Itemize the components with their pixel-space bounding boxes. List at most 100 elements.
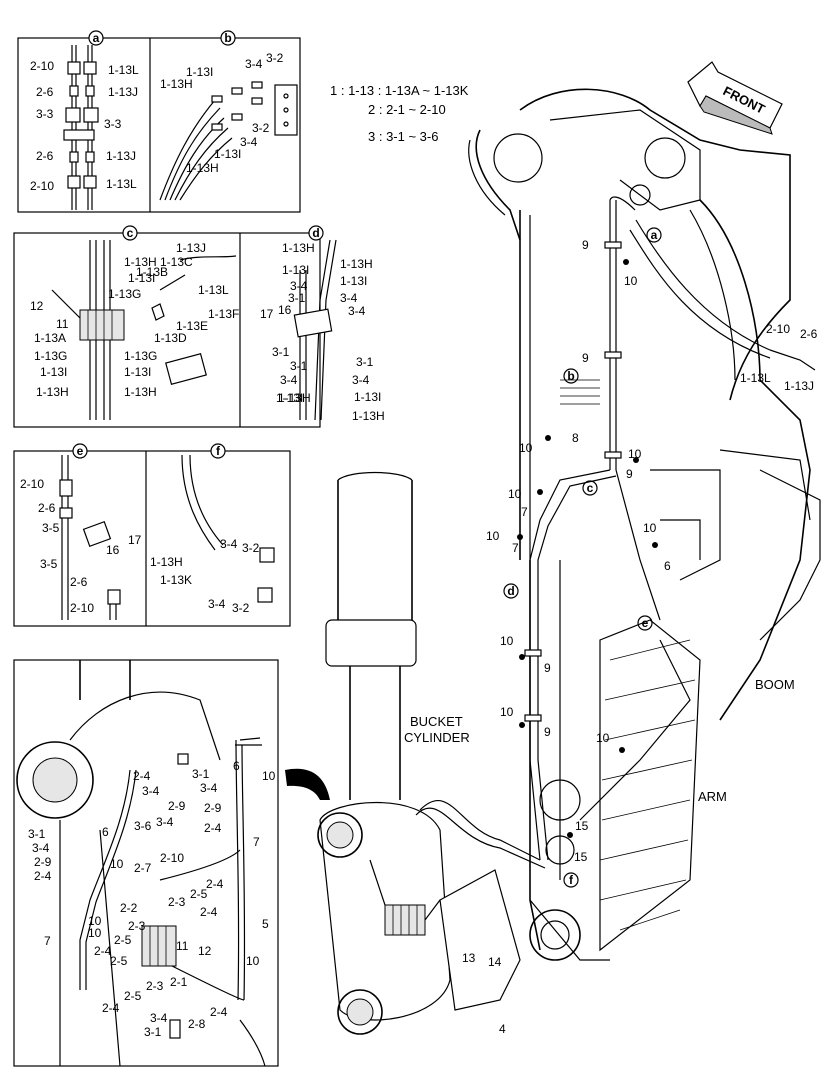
part-label: 1-13I <box>354 390 381 404</box>
part-label: 2-4 <box>206 877 224 891</box>
part-label: 1-13I <box>276 391 303 405</box>
part-label: 10 <box>500 634 514 648</box>
part-label: 2-6 <box>800 327 818 341</box>
part-label: 1-13K <box>160 573 192 587</box>
part-label: 3-4 <box>240 135 258 149</box>
panel-b-drawing <box>159 81 298 201</box>
badge-a: a <box>88 30 104 46</box>
part-label: 1-13L <box>108 63 139 77</box>
part-label: 1-13I <box>40 365 67 379</box>
part-label: 12 <box>30 299 44 313</box>
part-label: 2-10 <box>70 601 94 615</box>
part-label: 1-13L <box>740 371 771 385</box>
part-label: 3-4 <box>200 781 218 795</box>
part-label: 1-13J <box>176 241 206 255</box>
part-label: 3-4 <box>340 291 358 305</box>
part-label: 1-13G <box>34 349 67 363</box>
part-label: 3-4 <box>208 597 226 611</box>
part-label: 16 <box>106 543 120 557</box>
main-view-labels: BOOM ARM BUCKET CYLINDER <box>404 677 795 804</box>
panel-c-drawing <box>51 240 237 420</box>
inset-frames <box>13 37 321 1067</box>
front-arrow: FRONT <box>687 61 783 135</box>
panel-a-drawing <box>63 45 99 210</box>
main-hoses <box>369 196 816 921</box>
part-label: 1-13I <box>186 65 213 79</box>
part-label: 10 <box>88 926 102 940</box>
part-label: 12 <box>198 944 212 958</box>
part-label: 11 <box>176 939 189 953</box>
legend: 1 : 1-13 : 1-13A ~ 1-13K 2 : 2-1 ~ 2-10 … <box>330 83 469 144</box>
part-label: 6 <box>233 759 240 773</box>
part-label: 1-13H <box>124 255 157 269</box>
part-label: 2-10 <box>30 59 54 73</box>
part-label: 3-3 <box>104 117 122 131</box>
part-label: 2-10 <box>30 179 54 193</box>
main-badge-d: d <box>507 584 514 598</box>
part-label: 3-1 <box>356 355 374 369</box>
part-label: 1-13I <box>340 274 367 288</box>
part-label: 9 <box>582 238 589 252</box>
part-label: 10 <box>628 447 642 461</box>
part-label: 6 <box>664 559 671 573</box>
part-label: 3-4 <box>142 784 160 798</box>
part-label: 10 <box>508 487 522 501</box>
part-label: 1-13J <box>784 379 814 393</box>
legend-line-2: 2 : 2-1 ~ 2-10 <box>368 102 446 117</box>
badge-f: f <box>210 443 226 459</box>
part-label: 1-13C <box>160 255 193 269</box>
detail-panel-drawing <box>16 660 266 1067</box>
part-label: 3-1 <box>28 827 46 841</box>
badge-e: e <box>72 443 88 459</box>
part-label: 3-4 <box>220 537 238 551</box>
main-badge-e: e <box>642 616 649 630</box>
part-label: 2-2 <box>120 901 138 915</box>
label-arm: ARM <box>698 789 727 804</box>
part-label: 1-13I <box>282 263 309 277</box>
badge-c-text: c <box>127 226 134 240</box>
part-label: 2-6 <box>36 85 54 99</box>
part-label: 1-13J <box>108 85 138 99</box>
part-label: 10 <box>596 731 610 745</box>
part-label: 1-13H <box>352 409 385 423</box>
part-label: 11 <box>56 317 69 331</box>
badge-d-text: d <box>312 226 319 240</box>
part-label: 2-5 <box>190 887 208 901</box>
part-label: 10 <box>643 521 657 535</box>
part-label: 3-4 <box>348 304 366 318</box>
part-label: 1-13J <box>106 149 136 163</box>
part-label: 2-5 <box>124 989 142 1003</box>
part-label: 15 <box>575 819 589 833</box>
part-label: 2-3 <box>128 919 146 933</box>
part-label: 1-13H <box>124 385 157 399</box>
part-label: 10 <box>624 274 638 288</box>
part-label: 1-13H <box>160 77 193 91</box>
part-label: 10 <box>246 954 260 968</box>
part-label: 2-5 <box>110 954 128 968</box>
part-label: 6 <box>102 825 109 839</box>
part-label: 3-3 <box>36 107 54 121</box>
part-label: 14 <box>488 955 502 969</box>
part-label: 10 <box>88 914 102 928</box>
panel-f-drawing <box>181 454 275 603</box>
part-label: 10 <box>262 769 276 783</box>
part-label: 1-13L <box>106 177 137 191</box>
part-label: 1-13B <box>136 265 168 279</box>
panel-d-drawing <box>293 239 337 421</box>
frame-ab <box>17 37 301 213</box>
main-badge-c: c <box>587 481 594 495</box>
part-label: 2-4 <box>94 944 112 958</box>
part-label: 17 <box>128 533 142 547</box>
part-label: 2-7 <box>134 861 152 875</box>
boom-structure <box>468 88 821 721</box>
part-label: 3-5 <box>40 557 58 571</box>
part-label: 2-10 <box>20 477 44 491</box>
part-label: 1-13H <box>282 241 315 255</box>
part-label: 2-4 <box>204 821 222 835</box>
part-label: 3-1 <box>290 359 308 373</box>
